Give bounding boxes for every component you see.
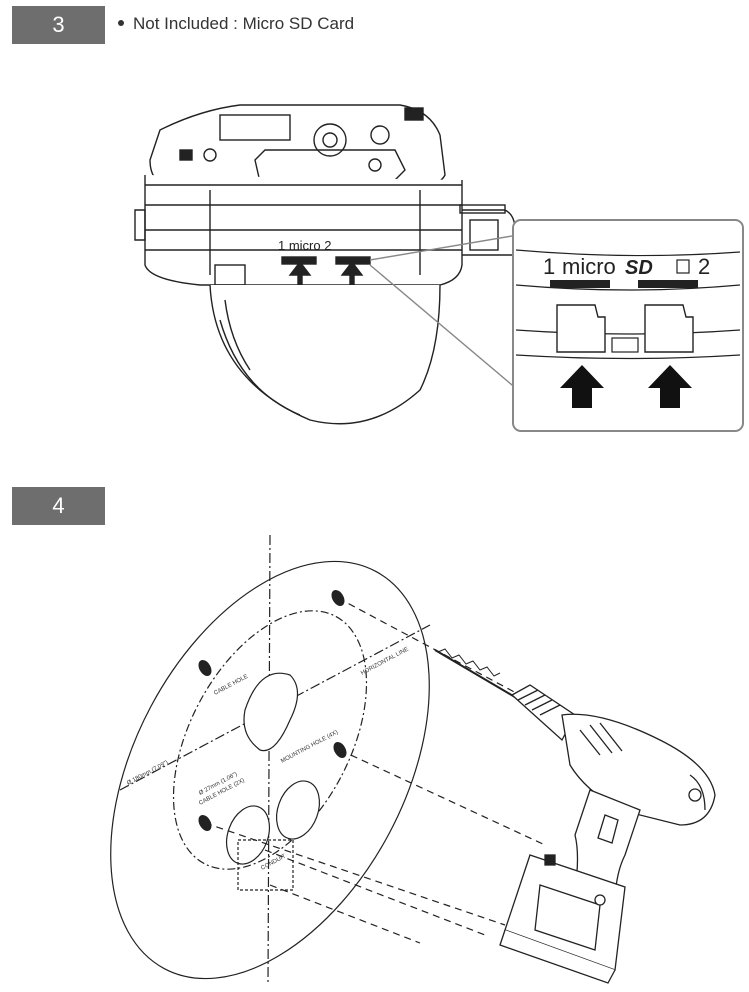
step-number: 3: [52, 12, 65, 37]
power-drill-icon: [434, 648, 716, 984]
step-4-badge: 4: [12, 487, 105, 525]
body-slot-label: 1 micro 2: [278, 238, 331, 253]
insert-arrow-icon: [648, 365, 692, 408]
bullet-icon: [118, 19, 124, 26]
sd-lock-icon: [676, 259, 690, 274]
insert-arrow-icon: [560, 365, 604, 408]
step-3-badge: 3: [12, 6, 105, 44]
micro-sd-logo: micro: [562, 254, 616, 279]
note-text: Not Included : Micro SD Card: [133, 14, 355, 33]
sd-slot-zoom-callout: 1 micro SD 2: [512, 219, 744, 432]
not-included-note: Not Included : Micro SD Card: [118, 14, 354, 34]
mounting-template-drill-illustration: CABLE HOLE HORIZONTAL LINE MOUNTING HOLE…: [110, 534, 716, 986]
slot-1-label: 1: [543, 254, 555, 279]
camera-sd-card-illustration: 1 micro 2 1 micro SD 2: [134, 104, 744, 432]
step-number: 4: [52, 493, 65, 518]
svg-text:SD: SD: [625, 257, 653, 279]
mounting-template-disc: [110, 560, 430, 980]
slot-2-label: 2: [698, 254, 710, 279]
